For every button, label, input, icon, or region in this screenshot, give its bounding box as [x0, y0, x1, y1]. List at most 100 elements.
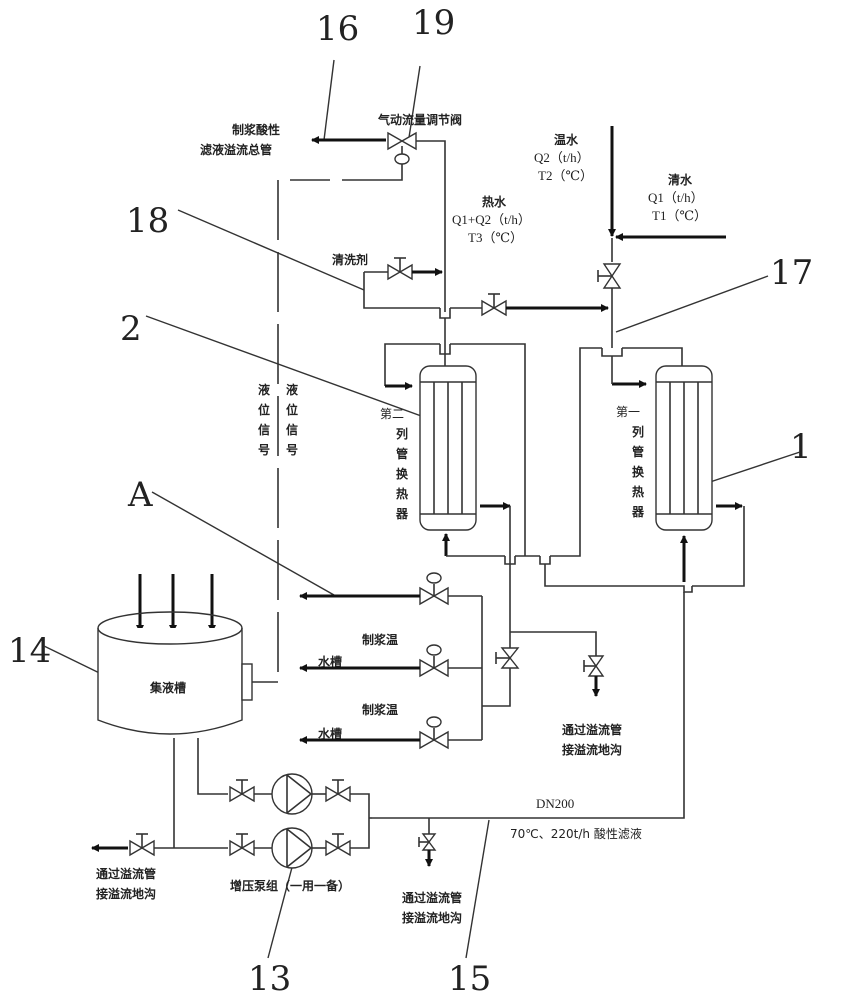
overflow-valve-bottom[interactable]: [418, 833, 437, 851]
svg-text:液: 液: [286, 382, 298, 397]
ref-number-18: 18: [126, 201, 169, 241]
overflow-valve-mid[interactable]: [583, 655, 605, 677]
acid-overflow-label-2: 滤液溢流总管: [200, 142, 272, 157]
svg-text:管: 管: [632, 444, 644, 459]
pipe-tee-hx1-bottom: [676, 585, 693, 593]
svg-text:位: 位: [286, 402, 298, 417]
overflow-drain-mid-label-2: 接溢流地沟: [562, 742, 622, 757]
distribution-lower: [482, 668, 511, 707]
control-valve-branch-2[interactable]: [419, 644, 449, 678]
leader-line-13: [267, 855, 296, 959]
cleaning-agent-label: 清洗剂: [332, 252, 368, 267]
hot-water-flow: Q1+Q2（t/h）: [452, 212, 531, 227]
clean-water-label: 清水: [668, 172, 693, 187]
control-valve-branch-a[interactable]: [419, 572, 449, 606]
svg-text:列: 列: [632, 424, 644, 439]
svg-text:热: 热: [396, 486, 408, 501]
filtrate-return-pipe: [544, 564, 676, 587]
level-signal-link-top: [342, 164, 403, 181]
pipe-spec-label: 70℃、220t/h 酸性滤液: [510, 826, 642, 841]
ref-number-13: 13: [248, 959, 291, 999]
booster-pump-1[interactable]: [271, 773, 313, 815]
svg-text:器: 器: [631, 505, 645, 519]
overflow-valve-left[interactable]: [129, 833, 155, 857]
hx1-top-loop: [622, 347, 683, 366]
overflow-branch-mid: [510, 631, 597, 656]
ref-number-2: 2: [120, 309, 142, 349]
leader-line-1: [697, 451, 801, 487]
svg-text:换: 换: [632, 464, 645, 479]
cleaning-bypass-pipe: [363, 272, 440, 309]
booster-pump-2[interactable]: [271, 827, 313, 869]
hx2-loop-left: [384, 343, 440, 386]
pneumatic-flow-control-valve[interactable]: [387, 131, 417, 165]
pump-2-outlet-valve[interactable]: [325, 833, 351, 857]
leader-line-18: [177, 209, 365, 291]
inlet-water-valve[interactable]: [597, 263, 622, 289]
pulp-warm-tank-label-1b: 水槽: [318, 654, 342, 669]
svg-text:换: 换: [396, 466, 409, 481]
collection-tank[interactable]: [97, 611, 253, 735]
pipe-tee-hx1: [601, 348, 623, 357]
svg-text:器: 器: [395, 507, 409, 521]
cleaning-agent-valve[interactable]: [387, 257, 413, 281]
collection-tank-label: 集液槽: [149, 680, 186, 695]
svg-text:第二: 第二: [380, 407, 404, 421]
ref-number-A: A: [127, 475, 153, 515]
overflow-drain-left-label-2: 接溢流地沟: [96, 886, 156, 901]
svg-text:位: 位: [258, 402, 270, 417]
warm-water-label: 温水: [554, 132, 579, 147]
pulp-warm-tank-label-1a: 制浆温: [362, 632, 398, 647]
pulp-warm-tank-label-2a: 制浆温: [362, 702, 398, 717]
hx1-name-label: 第一 列 管 换 热 器: [616, 405, 645, 519]
warm-water-flow: Q2（t/h）: [534, 150, 590, 165]
pump-2-inlet-valve[interactable]: [229, 833, 255, 857]
pipe-tee-hx2-bottom: [504, 556, 516, 565]
ref-number-14: 14: [8, 631, 51, 671]
distribution-main-valve[interactable]: [495, 647, 520, 669]
ref-number-16: 16: [316, 9, 359, 49]
hot-water-temp: T3（℃）: [468, 230, 523, 245]
svg-text:号: 号: [258, 442, 270, 457]
leader-line-19: [407, 65, 421, 145]
level-signal-text-right: 液 位 信 号: [286, 382, 298, 457]
leader-line-16: [323, 59, 335, 141]
svg-text:热: 热: [632, 484, 644, 499]
pneumatic-valve-label: 气动流量调节阀: [377, 112, 462, 127]
pipe-tee-link: [539, 556, 551, 565]
pulp-warm-tank-label-2b: 水槽: [318, 726, 342, 741]
ref-number-15: 15: [448, 959, 491, 999]
pump-outlet-header: [350, 793, 370, 849]
ref-number-19: 19: [412, 3, 455, 43]
pipe-size-label: DN200: [536, 796, 574, 811]
hx1-loop-left: [550, 347, 602, 557]
leader-line-15: [465, 819, 490, 959]
svg-text:号: 号: [286, 442, 298, 457]
second-tube-heat-exchanger[interactable]: [419, 365, 477, 531]
acid-overflow-label-1: 制浆酸性: [232, 122, 280, 137]
leader-line-2: [145, 315, 447, 426]
leader-line-17: [615, 275, 769, 333]
acid-filtrate-main-pipe-dn200: [372, 592, 685, 819]
leader-line-A: [151, 491, 335, 596]
overflow-drain-mid-label-1: 通过溢流管: [562, 722, 622, 737]
pipe-tee-hx2: [439, 344, 451, 355]
hx2-name-label: 第二 列 管 换 热 器: [380, 407, 409, 521]
ref-number-1: 1: [790, 427, 812, 467]
pump-1-inlet-valve[interactable]: [229, 779, 255, 803]
svg-text:信: 信: [286, 422, 298, 437]
first-tube-heat-exchanger[interactable]: [655, 365, 713, 531]
overflow-drain-bottom-label-2: 接溢流地沟: [402, 910, 462, 925]
svg-text:液: 液: [258, 382, 270, 397]
tank-outlet-pipe-right: [197, 738, 228, 795]
pump-1-outlet-valve[interactable]: [325, 779, 351, 803]
pump-group-label: 增压泵组（一用一备）: [230, 878, 350, 893]
control-valve-branch-3[interactable]: [419, 716, 449, 750]
svg-text:管: 管: [396, 446, 408, 461]
clean-water-temp: T1（℃）: [652, 208, 707, 223]
cross-connection-valve[interactable]: [481, 293, 507, 317]
overflow-drain-left-label-1: 通过溢流管: [96, 866, 156, 881]
overflow-drain-bottom-label-1: 通过溢流管: [402, 890, 462, 905]
hot-water-riser-pipe: [416, 140, 446, 312]
